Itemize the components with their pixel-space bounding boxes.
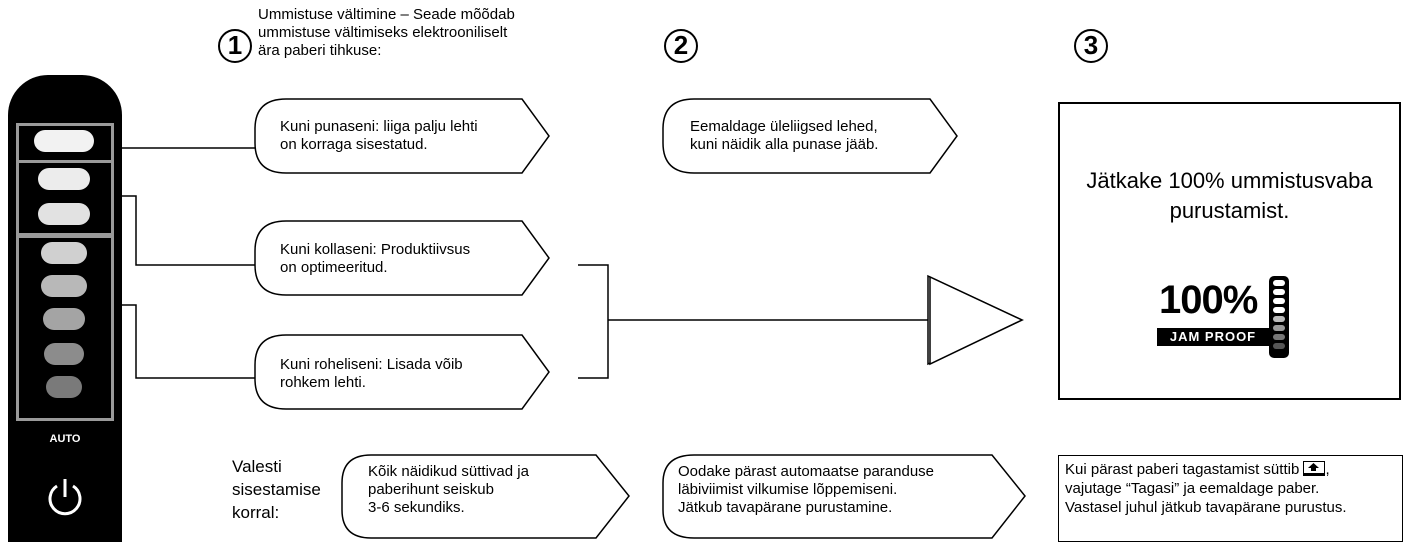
arrow-yellow-outline	[254, 220, 550, 296]
arrow-remove-text: Eemaldage üleliigsed lehed, kuni näidik …	[690, 118, 879, 153]
led-group-red-yellow	[16, 123, 114, 236]
led-6	[43, 308, 85, 330]
arrow-green-outline	[254, 334, 550, 410]
led-5	[41, 275, 87, 297]
led-2	[38, 168, 90, 190]
arrow-wait-text: Oodake pärast automaatse paranduse läbiv…	[678, 463, 935, 516]
arrow-wait-outline	[662, 454, 1026, 539]
result-text: Jätkake 100% ummistusvaba purustamist.	[1086, 168, 1373, 223]
led-4	[41, 242, 87, 264]
reverse-note: Kui pärast paberi tagastamist süttib , v…	[1058, 455, 1403, 542]
arrow-yellow-text: Kuni kollaseni: Produktiivsus on optimee…	[280, 241, 471, 276]
intro-text: Ummistuse vältimine – Seade mõõdab ummis…	[258, 6, 515, 59]
led-group-green	[16, 235, 114, 421]
control-panel: AUTO	[8, 75, 122, 542]
led-separator	[16, 160, 114, 163]
auto-label: AUTO	[49, 433, 81, 445]
led-7	[44, 343, 84, 365]
step-2-badge: 2	[664, 29, 698, 63]
led-8	[46, 376, 82, 398]
step-1-badge: 1	[218, 29, 252, 63]
logo-small-text: JAM PROOF	[1157, 328, 1269, 346]
arrow-red-text: Kuni punaseni: liiga palju lehti on korr…	[280, 118, 478, 153]
misfeed-label: Valesti sisestamise korral:	[232, 457, 321, 522]
logo-big-text: 100%	[1159, 278, 1258, 322]
arrow-misfeed-text: Kõik näidikud süttivad ja paberihunt sei…	[368, 463, 529, 516]
power-icon[interactable]	[46, 477, 84, 517]
led-3	[38, 203, 90, 225]
step-3-badge: 3	[1074, 29, 1108, 63]
result-box: Jätkake 100% ummistusvaba purustamist. 1…	[1058, 102, 1401, 400]
reverse-icon	[1303, 461, 1326, 476]
arrow-misfeed-outline	[341, 454, 630, 539]
jam-proof-logo: 100% JAM PROOF	[1157, 276, 1289, 358]
arrow-red-outline	[254, 98, 550, 174]
led-1	[34, 130, 94, 152]
arrow-remove-outline	[662, 98, 958, 174]
arrow-green-text: Kuni roheliseni: Lisada võib rohkem leht…	[280, 356, 463, 391]
